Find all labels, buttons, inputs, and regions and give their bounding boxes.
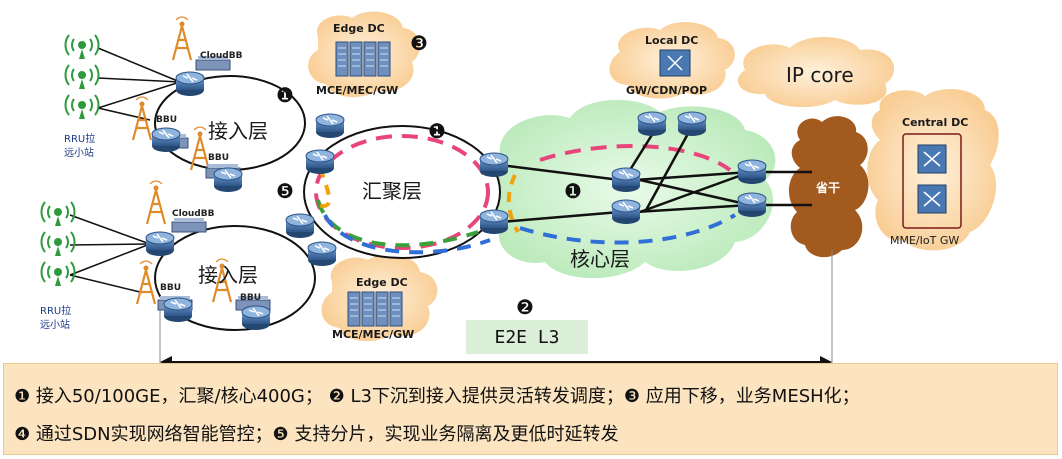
bbu-label: BBU [160, 283, 181, 293]
e2e-l3-label: E2E L3 [466, 320, 588, 354]
tower-icon [135, 259, 157, 306]
core-links [499, 129, 812, 224]
slice-yellow [317, 167, 332, 208]
central-dc-services: MME/IoT GW [890, 234, 959, 247]
edge-dc-label-top: Edge DC [333, 22, 385, 35]
legend-panel: ❶ 接入50/100GE，汇聚/核心400G； ❷ L3下沉到接入提供灵活转发调… [3, 363, 1058, 455]
access-links-bottom [69, 214, 151, 293]
access-layer-label-bottom: 接入层 [198, 263, 258, 287]
router-icon [737, 192, 767, 218]
core-slice-blue [519, 213, 737, 245]
access-links-top [97, 47, 181, 121]
router-icon [637, 111, 667, 137]
antenna-icon [64, 64, 100, 90]
bbu-label: BBU [156, 115, 177, 125]
router-icon [307, 241, 337, 267]
local-dc-label: Local DC [645, 34, 698, 47]
bbu-label: BBU [208, 153, 229, 163]
router-icon [241, 305, 271, 331]
router-icon [479, 152, 509, 178]
antenna-icon [64, 94, 100, 120]
central-dc-label: Central DC [902, 116, 968, 129]
access-ring-bottom [154, 225, 316, 331]
rru-sub-label-top: 远小站 [64, 146, 94, 159]
tower-icon [171, 15, 193, 62]
router-icon [145, 231, 175, 257]
rru-label-top: RRU拉 [64, 132, 95, 145]
edge-dc-label-bottom: Edge DC [356, 276, 408, 289]
legend-line-1: ❶ 接入50/100GE，汇聚/核心400G； ❷ L3下沉到接入提供灵活转发调… [14, 386, 860, 407]
router-icon [677, 111, 707, 137]
router-icon [285, 213, 315, 239]
antenna-icon [40, 201, 76, 227]
antenna-icon [40, 261, 76, 287]
rru-label-bottom: RRU拉 [40, 304, 71, 317]
marker-1: ❶ [564, 179, 582, 203]
aggregation-ring [303, 125, 501, 259]
antenna-icon [64, 34, 100, 60]
router-icon [305, 149, 335, 175]
router-icon [611, 199, 641, 225]
router-icon [151, 127, 181, 153]
cloudbb-label-top: CloudBB [200, 51, 243, 61]
tower-icon [189, 125, 211, 172]
tower-icon [145, 179, 167, 226]
edge-dc-services-top: MCE/MEC/GW [316, 84, 398, 97]
ip-core-label: IP core [786, 63, 854, 87]
core-layer-label: 核心层 [570, 247, 630, 271]
legend-line-2: ❹ 通过SDN实现网络智能管控；❺ 支持分片，实现业务隔离及更低时延转发 [14, 424, 619, 445]
bbu-label: BBU [240, 293, 261, 303]
router-icon [175, 71, 205, 97]
router-icon [213, 167, 243, 193]
antenna-icon [40, 231, 76, 257]
slice-blue [323, 214, 491, 255]
aggregation-layer-label: 汇聚层 [362, 179, 422, 203]
access-layer-label-top: 接入层 [208, 119, 268, 143]
central-dc-box [902, 133, 962, 229]
cloudbb-label-bottom: CloudBB [172, 209, 215, 219]
province-trunk-label: 省干 [815, 180, 840, 195]
router-icon [737, 159, 767, 185]
edge-dc-services-bottom: MCE/MEC/GW [332, 328, 414, 341]
marker-1: ❶ [428, 119, 446, 143]
slice-green [316, 199, 479, 248]
marker-5: ❺ [276, 179, 294, 203]
router-icon [163, 297, 193, 323]
local-dc-services: GW/CDN/POP [626, 84, 707, 97]
core-slice-yellow [506, 174, 520, 234]
cloudbb-rack-icon [171, 217, 207, 233]
ip-core-cloud [737, 36, 895, 108]
slice-pink [314, 134, 490, 250]
marker-1: ❶ [276, 83, 294, 107]
local-dc-switch-icon [659, 49, 691, 77]
router-icon [315, 113, 345, 139]
province-trunk-cloud [788, 116, 869, 258]
router-icon [479, 209, 509, 235]
marker-3: ❸ [410, 31, 428, 55]
router-icon [611, 167, 641, 193]
marker-2: ❷ [516, 295, 534, 319]
rru-sub-label-bottom: 远小站 [40, 318, 70, 331]
